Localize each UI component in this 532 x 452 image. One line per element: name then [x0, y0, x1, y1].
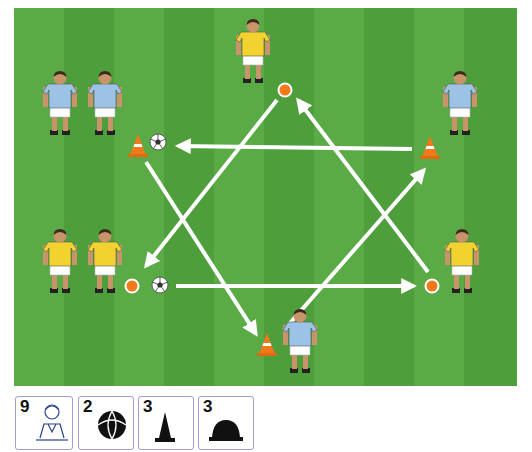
players — [43, 19, 479, 373]
cone-icon — [155, 412, 175, 442]
equipment-count-box: 3 — [138, 396, 194, 450]
count-number: 9 — [20, 398, 29, 415]
count-number: 3 — [203, 398, 212, 415]
pitch — [14, 8, 517, 386]
pass-arrows — [146, 100, 428, 334]
ball-icon — [98, 411, 126, 439]
player-icon — [36, 405, 68, 440]
equipment-count-box: 3 — [198, 396, 254, 450]
count-number: 3 — [143, 398, 152, 415]
count-number: 2 — [83, 398, 92, 415]
equipment-count-box: 2 — [78, 396, 134, 450]
markers — [126, 84, 441, 357]
equipment-count-box: 9 — [15, 396, 73, 450]
disc-icon — [209, 420, 243, 441]
